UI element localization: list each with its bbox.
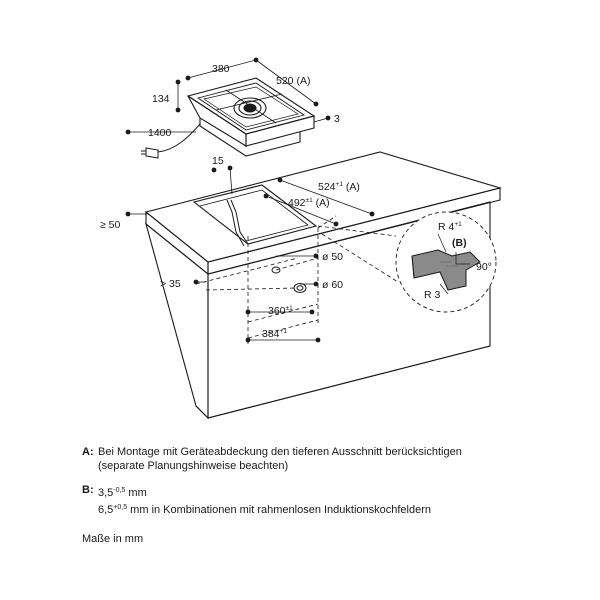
burner-mid bbox=[238, 100, 262, 116]
dim-edge-50: ≥ 50 bbox=[100, 219, 121, 231]
cooktop-body bbox=[199, 118, 301, 157]
dimension-dots bbox=[125, 57, 375, 343]
cabinet bbox=[144, 151, 503, 420]
worktop-cutout bbox=[192, 184, 318, 245]
dim-15: 15 bbox=[212, 155, 224, 167]
note-a-line1: Bei Montage mit Geräteabdeckung den tief… bbox=[98, 446, 462, 458]
power-cable bbox=[141, 123, 201, 159]
detail-angle: 90° bbox=[476, 261, 492, 273]
dim-offset-35: > 35 bbox=[160, 278, 181, 290]
cooktop-side bbox=[187, 95, 247, 147]
detail-radius-bottom: R 3 bbox=[424, 289, 441, 301]
gas-pipe bbox=[226, 199, 249, 247]
detail-profile bbox=[411, 249, 481, 291]
hole-60 bbox=[293, 283, 307, 293]
cooktop-grate bbox=[196, 82, 306, 131]
dim-492: 492±1 (A) bbox=[288, 197, 330, 209]
note-b-key: B: bbox=[82, 484, 94, 496]
cabinet-holes bbox=[271, 266, 307, 293]
hidden-lines bbox=[195, 215, 337, 344]
cabinet-side-face bbox=[145, 222, 209, 420]
plug-icon bbox=[145, 147, 159, 159]
note-b-line1: 3,5-0,5 mm bbox=[98, 487, 147, 499]
dim-hole-50: ø 50 bbox=[322, 251, 343, 263]
note-a-line2: (separate Planungshinweise beachten) bbox=[98, 459, 289, 472]
note-a-key: A: bbox=[82, 446, 94, 458]
burner-outer bbox=[233, 97, 267, 119]
dim-520: 520 (A) bbox=[276, 75, 310, 87]
detail-radius-top: R 4+1 bbox=[438, 221, 462, 233]
dim-384: 384+1 bbox=[262, 328, 287, 340]
note-b-line2: 6,5+0,5 mm in Kombinationen mit rahmenlo… bbox=[98, 503, 432, 516]
dim-524: 524+1 (A) bbox=[318, 181, 360, 193]
note-b: B: 3,5-0,5 mm 6,5+0,5 mm in Kombinatione… bbox=[82, 484, 582, 517]
notes: A: Bei Montage mit Geräteabdeckung den t… bbox=[82, 446, 582, 528]
burner-inner bbox=[243, 103, 257, 113]
cabinet-plinth bbox=[195, 345, 491, 419]
detail-view bbox=[317, 211, 497, 313]
worktop-side-face bbox=[145, 210, 209, 276]
detail-ref-b: (B) bbox=[452, 237, 467, 249]
hole-50 bbox=[271, 266, 281, 274]
units-note: Maße in mm bbox=[82, 533, 144, 545]
dim-1400: 1400 bbox=[148, 127, 172, 139]
dim-hole-60: ø 60 bbox=[322, 279, 343, 291]
dim-134: 134 bbox=[152, 93, 170, 105]
cooktop-front bbox=[245, 115, 315, 147]
installation-drawing: 380 520 (A) 134 3 1400 15 524+1 (A) 492±… bbox=[100, 57, 503, 420]
dim-3: 3 bbox=[334, 113, 340, 125]
gas-cooktop bbox=[186, 77, 316, 157]
dimension-lines bbox=[128, 59, 373, 341]
dim-380: 380 bbox=[212, 63, 230, 75]
note-a: A: Bei Montage mit Geräteabdeckung den t… bbox=[82, 446, 582, 473]
dim-360: 360±1 bbox=[268, 305, 293, 317]
